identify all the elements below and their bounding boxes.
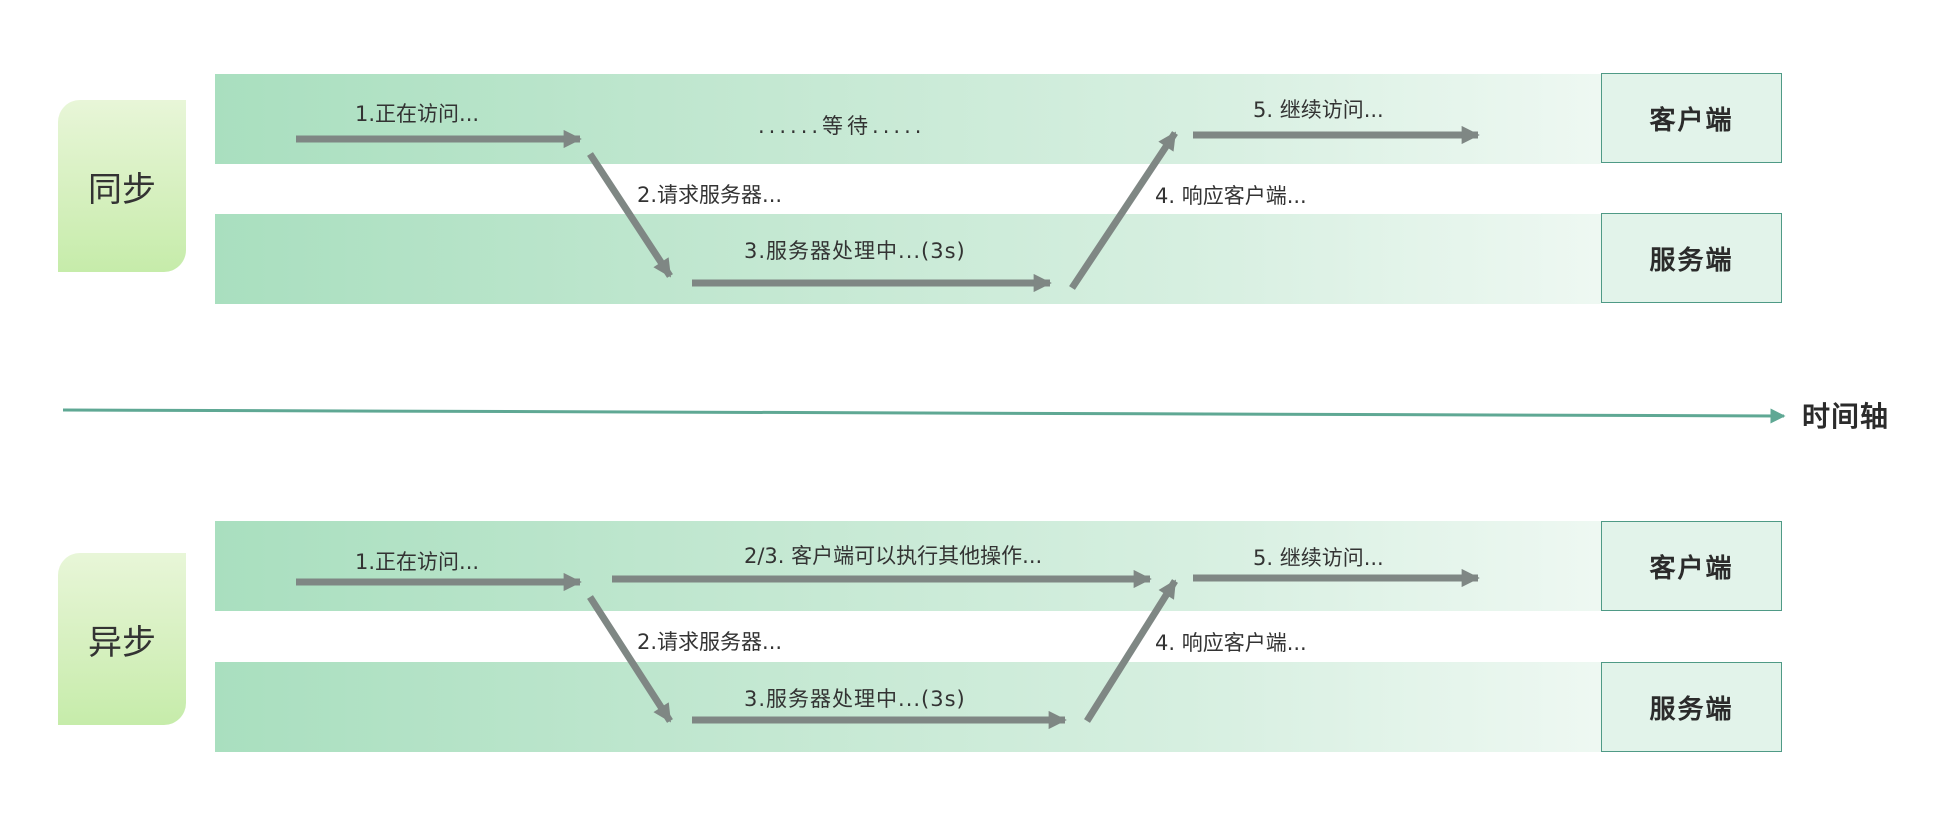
async-arrow-step2 bbox=[587, 595, 673, 723]
sync-client-label: 客户端 bbox=[1649, 105, 1734, 136]
sync-step2-label: 2.请求服务器... bbox=[637, 183, 783, 207]
async-client-lane bbox=[215, 521, 1601, 611]
sync-arrow-step4 bbox=[1069, 131, 1178, 290]
async-mode-label: 异步 bbox=[88, 622, 156, 663]
sync-server-box: 服务端 bbox=[1601, 213, 1782, 303]
async-step4-label: 4. 响应客户端... bbox=[1155, 631, 1307, 655]
async-server-lane bbox=[215, 662, 1601, 752]
async-step2-label: 2.请求服务器... bbox=[637, 630, 783, 654]
sync-step4-label: 4. 响应客户端... bbox=[1155, 184, 1307, 208]
async-client-label: 客户端 bbox=[1649, 553, 1734, 584]
sync-mode-label: 同步 bbox=[88, 169, 156, 210]
sync-server-lane bbox=[215, 214, 1601, 304]
sync-step3-label: 3.服务器处理中...(3s) bbox=[744, 239, 966, 263]
sync-waiting-label: ......等待..... bbox=[758, 114, 926, 138]
timeline-label: 时间轴 bbox=[1802, 400, 1890, 433]
sync-client-lane bbox=[215, 74, 1601, 164]
sync-client-box: 客户端 bbox=[1601, 73, 1782, 163]
sync-server-label: 服务端 bbox=[1649, 245, 1734, 276]
async-arrow-step4 bbox=[1084, 579, 1178, 723]
async-step5-label: 5. 继续访问... bbox=[1253, 546, 1384, 570]
sync-step1-label: 1.正在访问... bbox=[355, 102, 480, 126]
async-server-label: 服务端 bbox=[1649, 694, 1734, 725]
async-client-box: 客户端 bbox=[1601, 521, 1782, 611]
async-step3-label: 3.服务器处理中...(3s) bbox=[744, 687, 966, 711]
async-step23-label: 2/3. 客户端可以执行其他操作... bbox=[744, 544, 1043, 568]
sync-step5-label: 5. 继续访问... bbox=[1253, 98, 1384, 122]
sync-mode-tab: 同步 bbox=[58, 100, 186, 272]
timeline-axis bbox=[62, 408, 1786, 424]
async-step1-label: 1.正在访问... bbox=[355, 550, 480, 574]
async-mode-tab: 异步 bbox=[58, 553, 186, 725]
sync-arrow-step2 bbox=[587, 152, 673, 278]
async-server-box: 服务端 bbox=[1601, 662, 1782, 752]
